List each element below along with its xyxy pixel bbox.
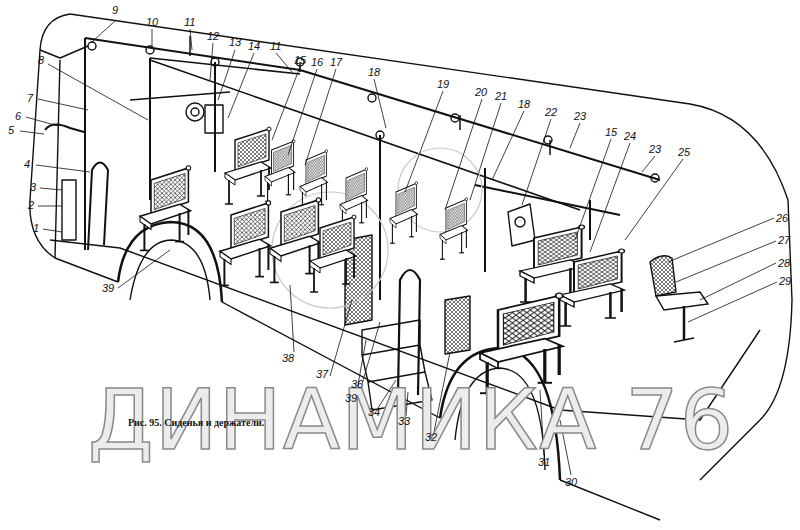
callout-number: 18 <box>518 98 530 110</box>
callout-number: 12 <box>207 30 219 42</box>
callout-number: 29 <box>779 275 791 287</box>
callout-number: 1 <box>33 222 39 234</box>
callout-number: 28 <box>778 257 790 269</box>
callout-number: 32 <box>425 431 437 443</box>
callout-number: 26 <box>776 212 788 224</box>
callout-number: 11 <box>270 40 281 52</box>
callout-number: 25 <box>678 146 690 158</box>
callout-number: 16 <box>311 56 323 68</box>
callout-number: 39 <box>345 392 357 404</box>
callout-number: 5 <box>8 124 14 136</box>
callout-number: 36 <box>351 378 363 390</box>
callout-number: 17 <box>330 56 342 68</box>
callout-number: 23 <box>649 143 661 155</box>
callout-number: 18 <box>368 66 380 78</box>
callout-number: 24 <box>624 130 636 142</box>
callout-number: 15 <box>294 54 306 66</box>
callout-number: 34 <box>368 406 380 418</box>
callout-number: 7 <box>27 92 33 104</box>
callout-number: 2 <box>28 199 34 211</box>
figure-caption: Рис. 95. Сиденья и держатели. <box>128 417 264 428</box>
callout-number: 8 <box>38 54 44 66</box>
callout-number: 23 <box>574 110 586 122</box>
callout-number: 10 <box>146 16 158 28</box>
callout-number: 22 <box>545 106 557 118</box>
callout-number: 21 <box>495 90 507 102</box>
callout-number: 3 <box>30 181 36 193</box>
callout-number: 19 <box>437 78 449 90</box>
callout-number: 39 <box>102 282 114 294</box>
callout-number: 20 <box>475 86 487 98</box>
callout-number: 31 <box>538 456 550 468</box>
callout-number: 14 <box>248 40 260 52</box>
callout-number: 30 <box>565 476 577 488</box>
callout-number: 27 <box>778 234 790 246</box>
callout-number: 4 <box>24 158 30 170</box>
callout-number: 6 <box>15 110 21 122</box>
callout-number: 13 <box>229 36 241 48</box>
callout-number: 15 <box>605 126 617 138</box>
callout-number: 38 <box>282 352 294 364</box>
callout-number: 33 <box>398 415 410 427</box>
callout-number: 37 <box>316 368 328 380</box>
callout-number: 11 <box>184 16 195 28</box>
callout-number: 9 <box>112 4 118 16</box>
